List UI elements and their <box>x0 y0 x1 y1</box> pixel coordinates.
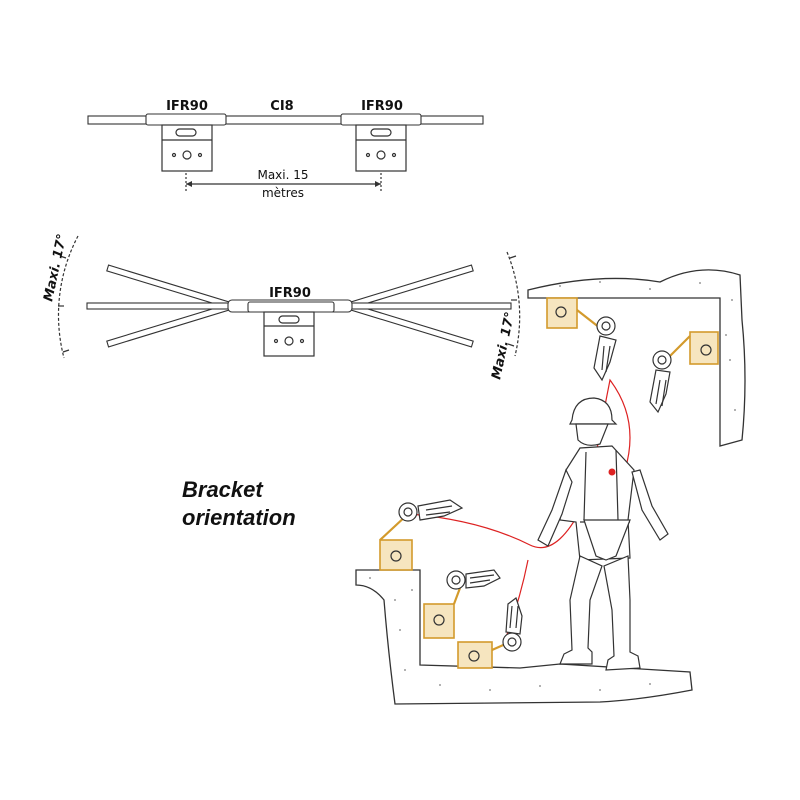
ceiling-bracket <box>546 297 601 329</box>
ledge-shuttle <box>398 499 464 522</box>
right-ifr90-label: IFR90 <box>361 99 403 114</box>
right-leg <box>603 555 641 671</box>
distance-dimension <box>185 173 382 192</box>
left-ifr90-label: IFR90 <box>166 99 208 114</box>
floor-bracket <box>457 640 511 669</box>
right-wall-bracket <box>667 331 719 365</box>
attachment-point <box>608 468 616 476</box>
caption-line-1: Bracket <box>182 477 264 502</box>
caption-line-2: orientation <box>182 505 296 530</box>
ledge-bracket <box>379 513 413 571</box>
floor-shuttle <box>502 597 523 652</box>
top-cable-diagram: IFR90 CI8 IFR90 Maxi. 15 mètres <box>87 99 484 200</box>
right-shuttle <box>649 350 672 414</box>
top-cable <box>87 115 484 125</box>
shuttle-devices <box>398 316 672 652</box>
rock-overhang <box>527 269 746 447</box>
distance-unit: mètres <box>262 186 304 200</box>
ceiling-shuttle <box>593 316 617 382</box>
ci8-label: CI8 <box>270 99 293 114</box>
left-angle-label: Maxi. 17° <box>41 233 70 303</box>
lower-wall-bracket <box>423 587 462 639</box>
distance-value: Maxi. 15 <box>257 168 308 182</box>
middle-shuttle <box>446 569 501 590</box>
helmet <box>569 397 618 425</box>
center-ifr90-bracket <box>227 299 353 357</box>
angle-diagram: IFR90 Maxi. 17° Maxi. 17° <box>41 233 521 381</box>
left-leg <box>559 555 603 665</box>
right-ifr90-bracket <box>340 113 422 172</box>
worker-figure <box>537 397 669 671</box>
left-ifr90-bracket <box>145 113 227 172</box>
rock-floor <box>355 569 693 705</box>
center-ifr90-label: IFR90 <box>269 286 311 301</box>
wall-brackets <box>379 297 719 669</box>
